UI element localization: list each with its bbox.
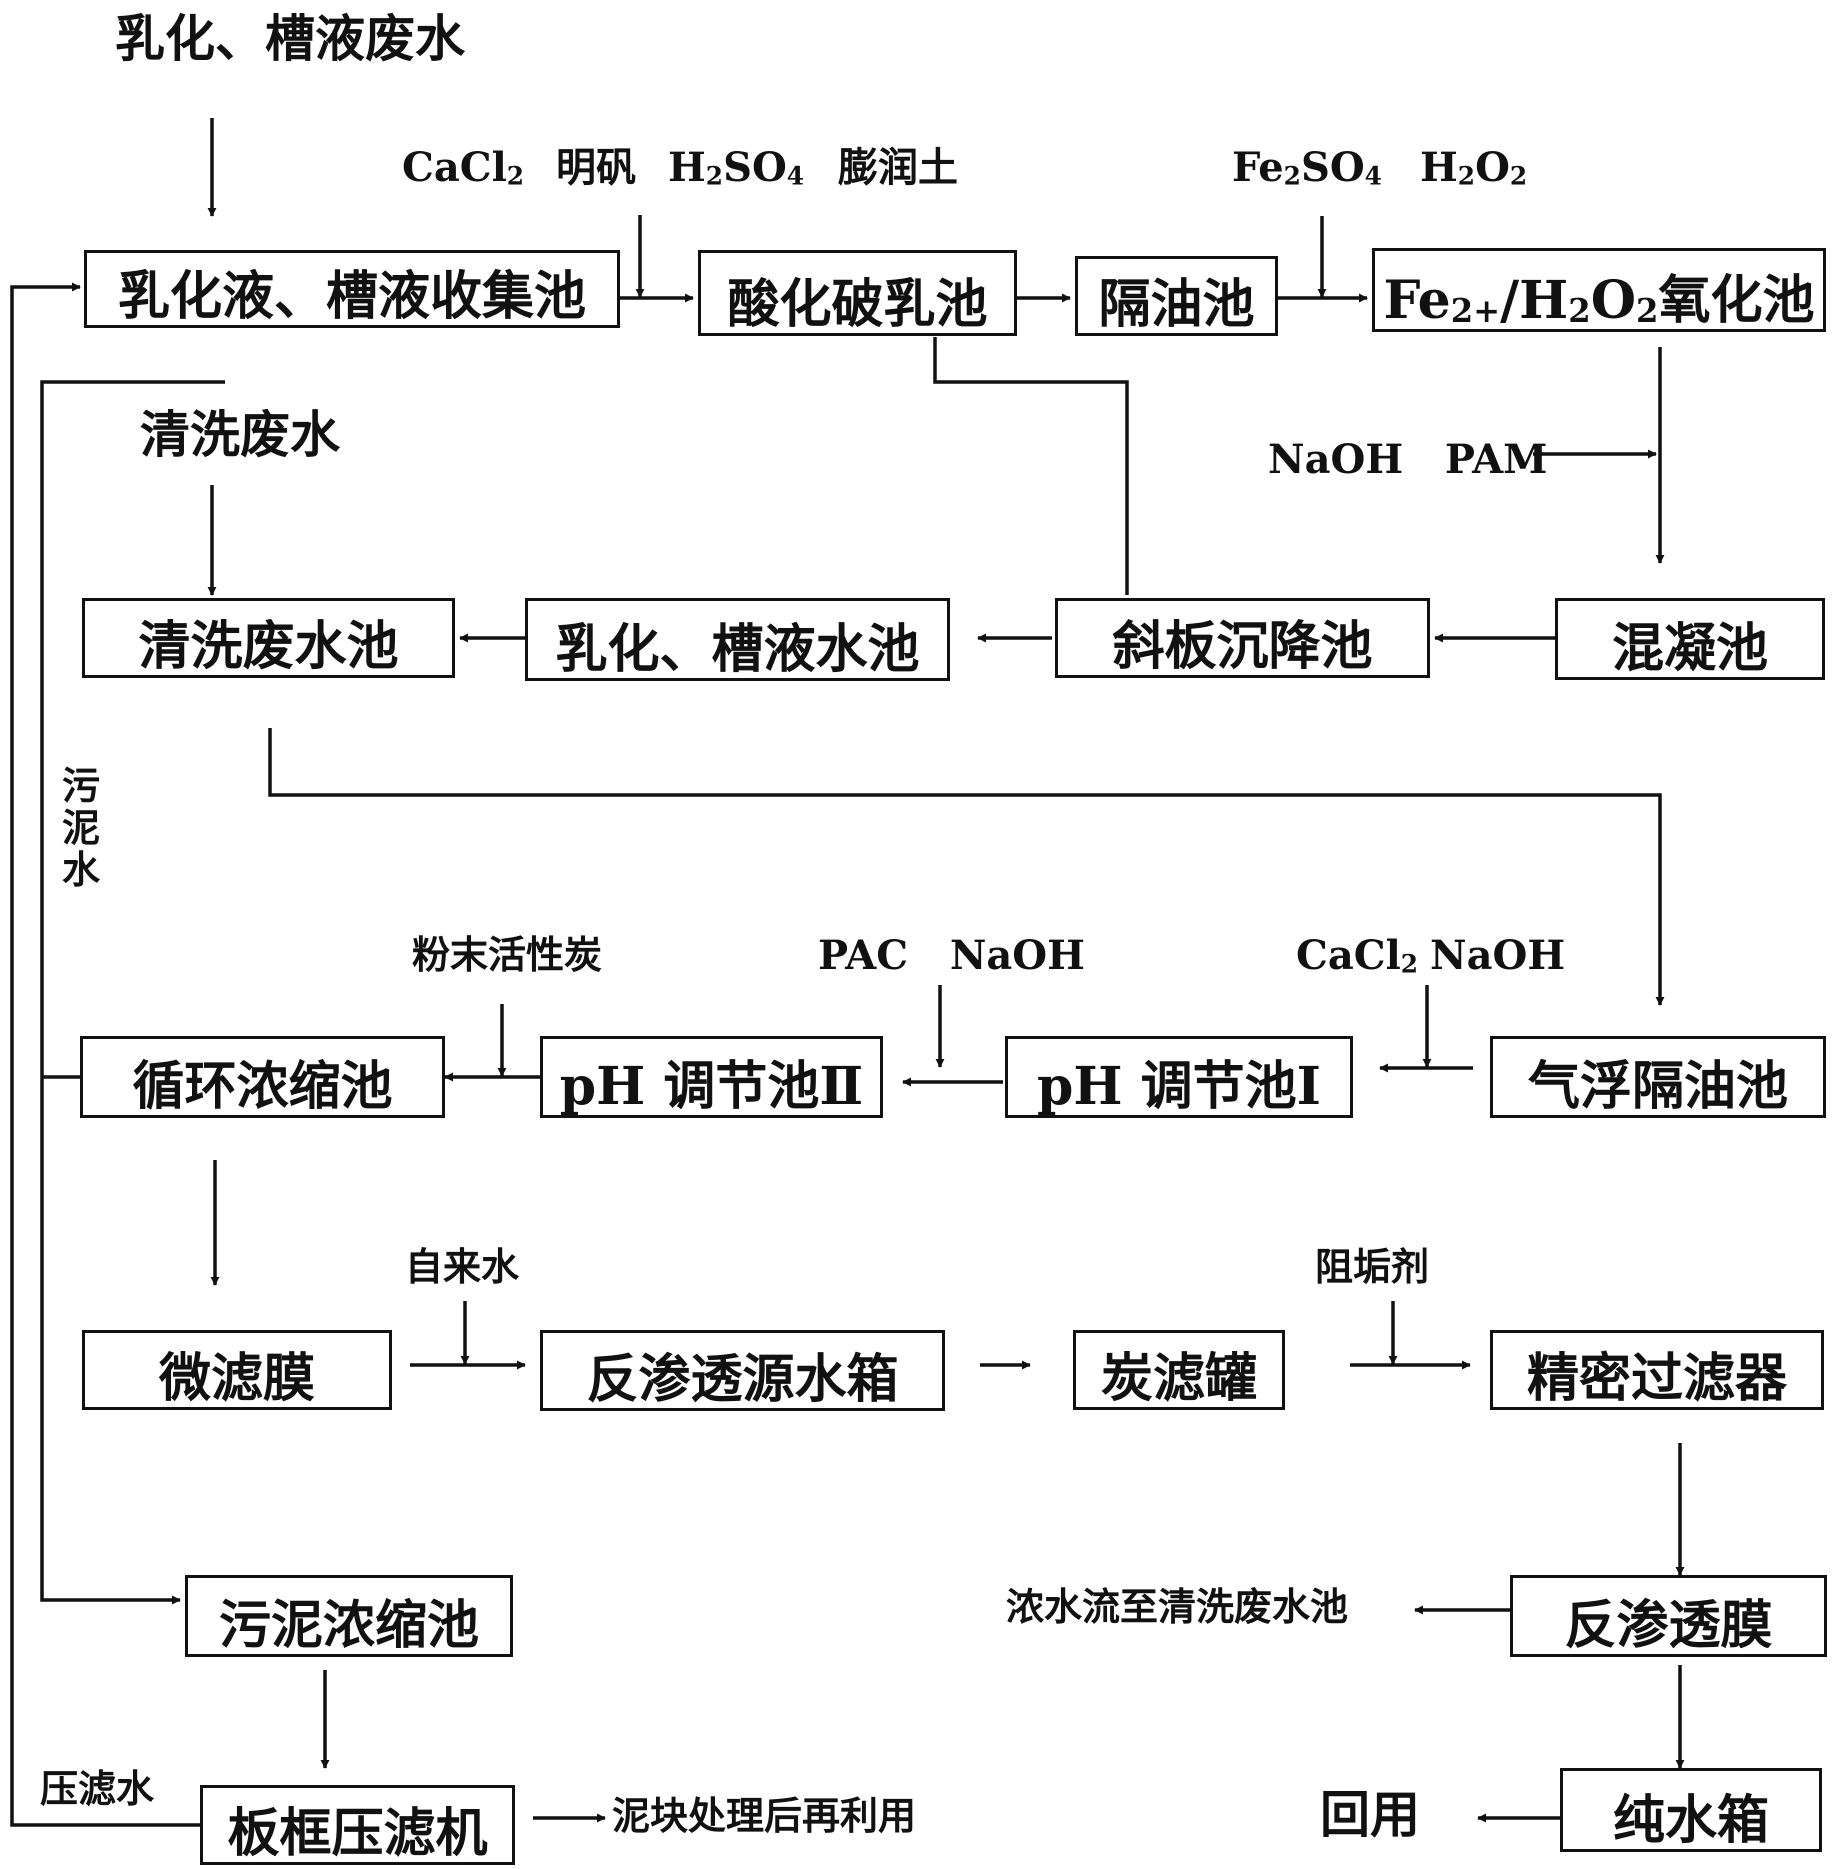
ph-adjust-tank-1: pH 调节池Ⅰ: [1005, 1036, 1353, 1118]
alum-label: 明矾: [556, 144, 636, 191]
ro-feed-water-tank: 反渗透源水箱: [540, 1330, 945, 1411]
precision-filter: 精密过滤器: [1490, 1330, 1824, 1410]
circulation-thickening-tank: 循环浓缩池: [80, 1036, 445, 1118]
inclined-plate-settler: 斜板沉降池: [1055, 598, 1430, 678]
cacl2-b-label: CaCl2: [1296, 932, 1419, 979]
cacl2-label: CaCl2: [402, 144, 525, 191]
h2o2-label: H2O2: [1420, 144, 1528, 191]
pac-naoh-label: PAC NaOH: [818, 932, 1085, 979]
pure-water-tank: 纯水箱: [1560, 1768, 1822, 1852]
coagulation-tank: 混凝池: [1555, 598, 1825, 680]
plate-frame-filter-press: 板框压滤机: [200, 1785, 515, 1865]
naoh-pam-label: NaOH PAM: [1268, 436, 1548, 483]
collection-tank: 乳化液、槽液收集池: [84, 250, 620, 328]
ro-membrane: 反渗透膜: [1510, 1575, 1827, 1657]
oil-separator-tank: 隔油池: [1075, 256, 1278, 336]
press-water-label: 压滤水: [40, 1766, 155, 1811]
concentrate-return-label: 浓水流至清洗废水池: [1006, 1584, 1349, 1629]
line-sludge-water: [40, 380, 225, 1605]
sludge-water-label: 污泥水: [61, 763, 100, 892]
line-acid-to-settler: [933, 337, 1129, 595]
line-rinse-to-flotation: [268, 728, 1665, 1006]
microfiltration-membrane: 微滤膜: [82, 1330, 392, 1410]
antiscalant-label: 阻垢剂: [1315, 1244, 1430, 1289]
ph-adjust-tank-2: pH 调节池Ⅱ: [540, 1036, 883, 1118]
acid-break-tank: 酸化破乳池: [698, 250, 1017, 336]
line-press-water-return: [10, 282, 200, 1827]
powdered-carbon-label: 粉末活性炭: [412, 932, 603, 977]
naoh-b-label: NaOH: [1430, 932, 1566, 979]
tap-water-label: 自来水: [405, 1244, 520, 1289]
rinse-wastewater-tank: 清洗废水池: [82, 598, 455, 678]
h2so4-label: H2SO4: [668, 144, 805, 191]
carbon-filter-tank: 炭滤罐: [1073, 1330, 1285, 1410]
air-flotation-tank: 气浮隔油池: [1490, 1036, 1826, 1118]
sludge-thickener-tank: 污泥浓缩池: [185, 1575, 513, 1657]
fe2so4-label: Fe2SO4: [1232, 144, 1382, 191]
emulsion-wastewater-label: 乳化、槽液废水: [115, 9, 465, 68]
emulsion-water-tank: 乳化、槽液水池: [525, 598, 950, 681]
bentonite-label: 膨润土: [838, 144, 958, 191]
sludge-cake-reuse-label: 泥块处理后再利用: [612, 1793, 917, 1838]
reuse-label: 回用: [1320, 1785, 1420, 1844]
rinse-wastewater-label: 清洗废水: [140, 405, 340, 464]
